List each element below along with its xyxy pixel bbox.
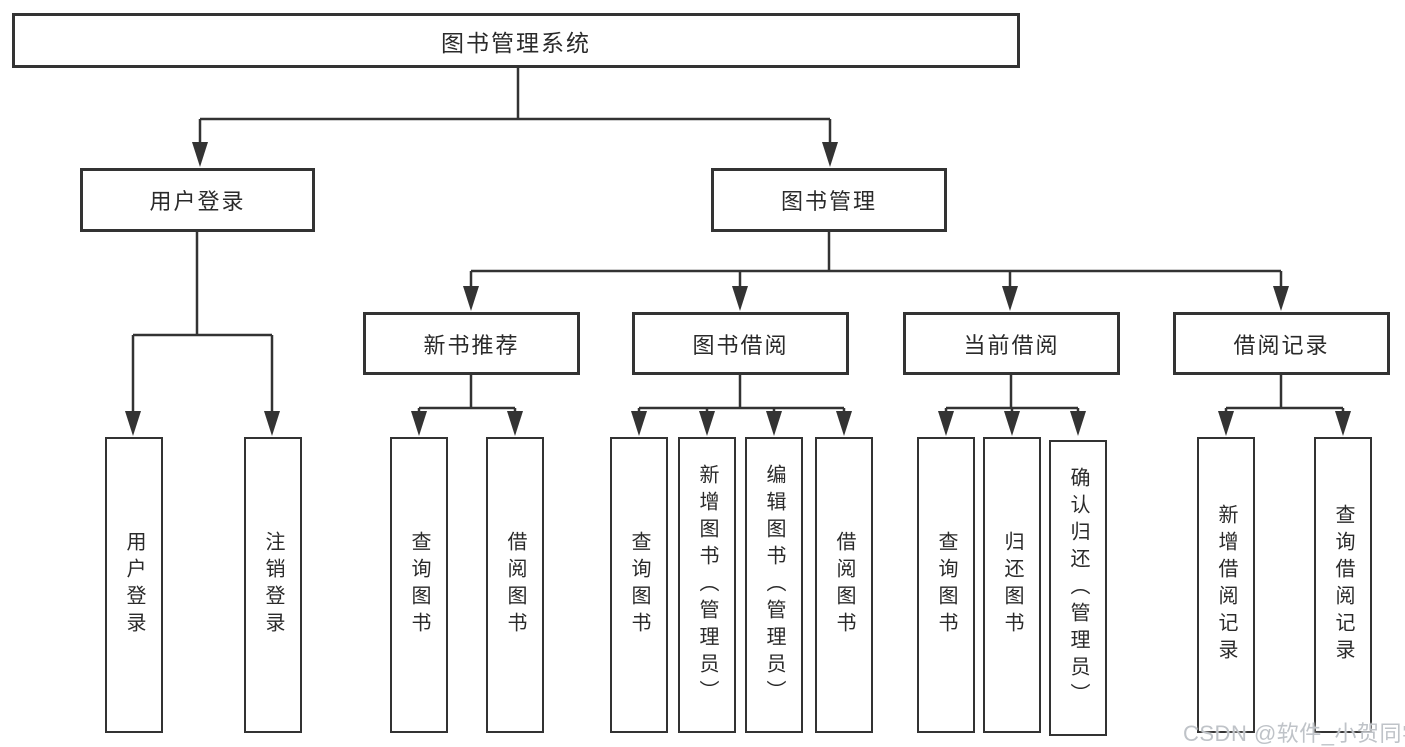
node-borrow-records: 借阅记录 <box>1173 312 1390 375</box>
leaf-confirm-return-admin: 确认归还（管理员） <box>1049 440 1107 736</box>
node-label: 注销登录 <box>262 531 284 639</box>
node-label: 确认归还（管理员） <box>1067 466 1089 710</box>
node-label: 借阅记录 <box>1233 332 1330 358</box>
node-current-borrow: 当前借阅 <box>903 312 1120 375</box>
arrowheads <box>125 142 1351 436</box>
node-label: 编辑图书（管理员） <box>763 463 785 707</box>
node-root-system: 图书管理系统 <box>12 13 1020 68</box>
node-label: 用户登录 <box>149 189 246 214</box>
leaf-borrow-books-recommend: 借阅图书 <box>486 437 544 733</box>
leaf-edit-books-admin: 编辑图书（管理员） <box>745 437 803 733</box>
leaf-return-books: 归还图书 <box>983 437 1041 733</box>
leaf-query-books-current: 查询图书 <box>917 437 975 733</box>
node-label: 当前借阅 <box>963 332 1060 358</box>
node-label: 图书管理 <box>780 189 877 214</box>
node-label: 借阅图书 <box>833 531 855 639</box>
leaf-logout: 注销登录 <box>244 437 302 733</box>
leaf-query-borrow-record: 查询借阅记录 <box>1314 437 1372 733</box>
leaf-user-login: 用户登录 <box>105 437 163 733</box>
leaf-borrow-books: 借阅图书 <box>815 437 873 733</box>
node-label: 图书借阅 <box>692 332 789 358</box>
node-label: 用户登录 <box>123 531 145 639</box>
leaf-query-books-recommend: 查询图书 <box>390 437 448 733</box>
node-label: 新增图书（管理员） <box>696 463 718 707</box>
node-user-login: 用户登录 <box>80 168 315 232</box>
node-label: 新书推荐 <box>423 332 520 358</box>
node-book-management: 图书管理 <box>711 168 947 232</box>
node-label: 查询图书 <box>935 531 957 639</box>
node-label: 借阅图书 <box>504 531 526 639</box>
node-label: 查询图书 <box>408 531 430 639</box>
node-label: 图书管理系统 <box>441 29 591 56</box>
node-book-borrow: 图书借阅 <box>632 312 849 375</box>
leaf-add-books-admin: 新增图书（管理员） <box>678 437 736 733</box>
node-label: 归还图书 <box>1001 531 1023 639</box>
node-label: 查询图书 <box>628 531 650 639</box>
leaf-query-books-borrow: 查询图书 <box>610 437 668 733</box>
node-new-book-recommend: 新书推荐 <box>363 312 580 375</box>
leaf-add-borrow-record: 新增借阅记录 <box>1197 437 1255 733</box>
watermark-text: CSDN @软件_小贺同学 <box>1183 721 1405 746</box>
node-label: 新增借阅记录 <box>1215 504 1237 666</box>
node-label: 查询借阅记录 <box>1332 504 1354 666</box>
